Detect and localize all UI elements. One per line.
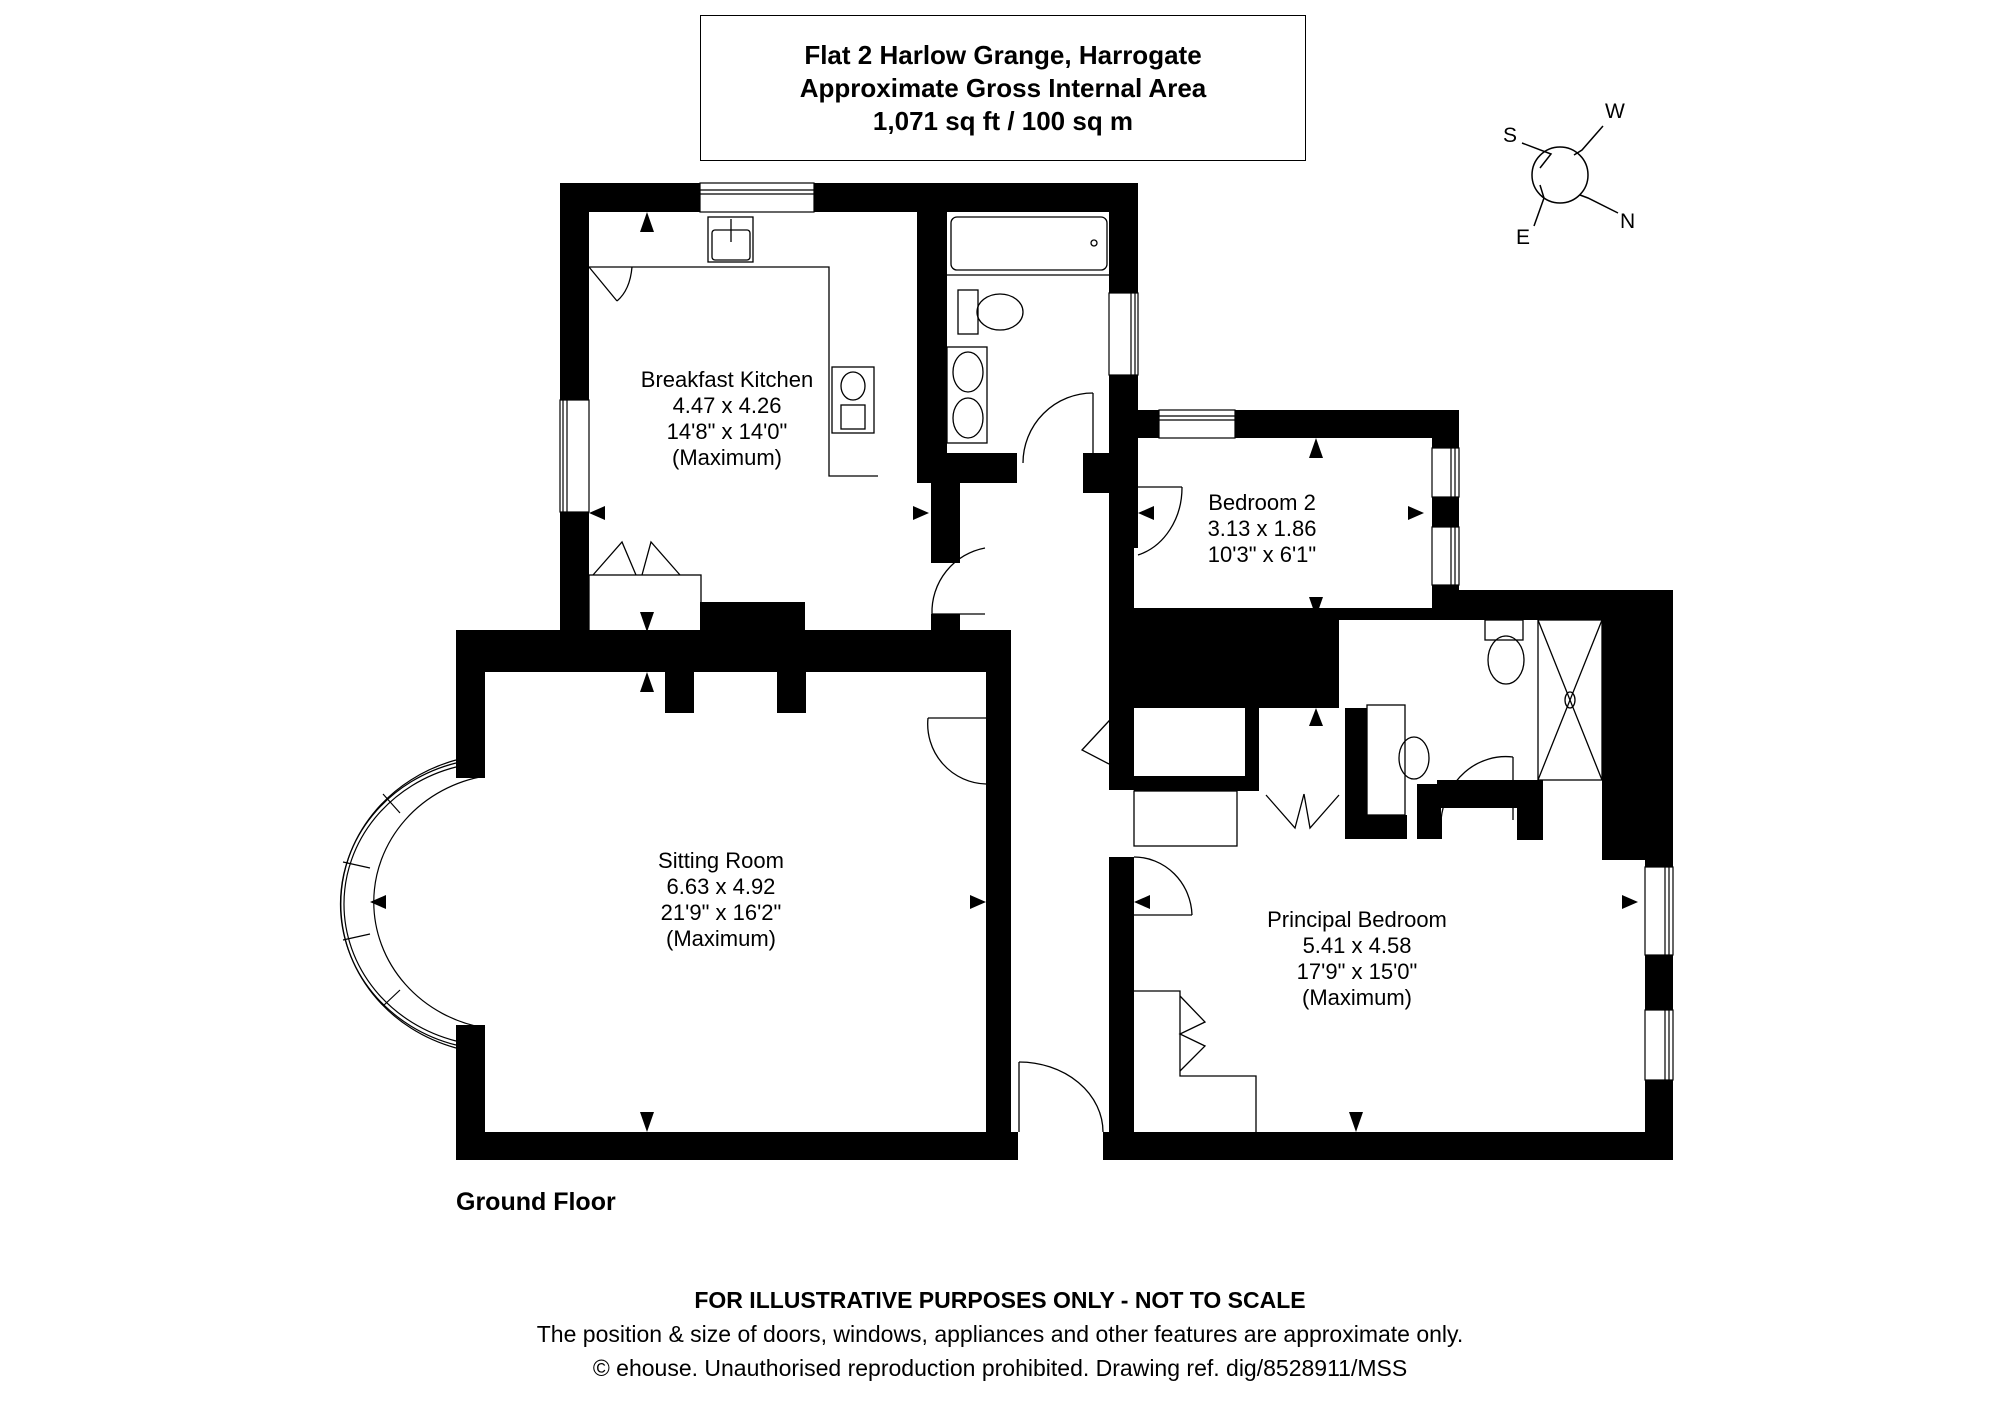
- room-label-principal-bedroom: Principal Bedroom 5.41 x 4.58 17'9" x 15…: [1267, 907, 1447, 1011]
- room-imperial: 17'9" x 15'0": [1296, 959, 1418, 984]
- room-imperial: 10'3" x 6'1": [1207, 542, 1317, 567]
- compass-icon: [1521, 125, 1619, 227]
- room-note: (Maximum): [1302, 985, 1412, 1010]
- room-name: Principal Bedroom: [1267, 907, 1447, 932]
- room-metric: 3.13 x 1.86: [1207, 516, 1317, 541]
- walls: [456, 183, 1673, 1160]
- fixtures: [588, 216, 1603, 1133]
- room-metric: 6.63 x 4.92: [666, 874, 776, 899]
- compass-north-label: N: [1620, 210, 1636, 233]
- room-imperial: 21'9" x 16'2": [660, 900, 782, 925]
- room-metric: 5.41 x 4.58: [1302, 933, 1412, 958]
- floor-label: Ground Floor: [456, 1188, 616, 1216]
- dimension-arrows: [370, 212, 1638, 1132]
- title-box: Flat 2 Harlow Grange, Harrogate Approxim…: [700, 15, 1306, 161]
- room-label-bedroom-2: Bedroom 2 3.13 x 1.86 10'3" x 6'1": [1208, 490, 1317, 568]
- room-label-breakfast-kitchen: Breakfast Kitchen 4.47 x 4.26 14'8" x 14…: [641, 367, 813, 471]
- bay-window: [339, 759, 486, 1049]
- compass-west-label: W: [1605, 100, 1625, 123]
- copyright-text: © ehouse. Unauthorised reproduction proh…: [592, 1355, 1408, 1381]
- windows: [559, 182, 1674, 1081]
- compass-east-label: E: [1516, 226, 1531, 249]
- room-name: Breakfast Kitchen: [640, 367, 814, 392]
- room-imperial: 14'8" x 14'0": [666, 419, 788, 444]
- room-label-sitting-room: Sitting Room 6.63 x 4.92 21'9" x 16'2" (…: [658, 848, 784, 952]
- disclaimer: FOR ILLUSTRATIVE PURPOSES ONLY - NOT TO …: [0, 1283, 2000, 1385]
- disclaimer-text: The position & size of doors, windows, a…: [536, 1321, 1464, 1347]
- room-note: (Maximum): [672, 445, 782, 470]
- area-value: 1,071 sq ft / 100 sq m: [872, 105, 1134, 136]
- area-label: Approximate Gross Internal Area: [799, 72, 1207, 103]
- room-metric: 4.47 x 4.26: [672, 393, 782, 418]
- property-name: Flat 2 Harlow Grange, Harrogate: [804, 39, 1202, 70]
- room-name: Sitting Room: [658, 848, 784, 873]
- disclaimer-heading: FOR ILLUSTRATIVE PURPOSES ONLY - NOT TO …: [694, 1287, 1306, 1313]
- room-name: Bedroom 2: [1208, 490, 1316, 515]
- room-note: (Maximum): [665, 926, 776, 951]
- compass-south-label: S: [1503, 124, 1518, 147]
